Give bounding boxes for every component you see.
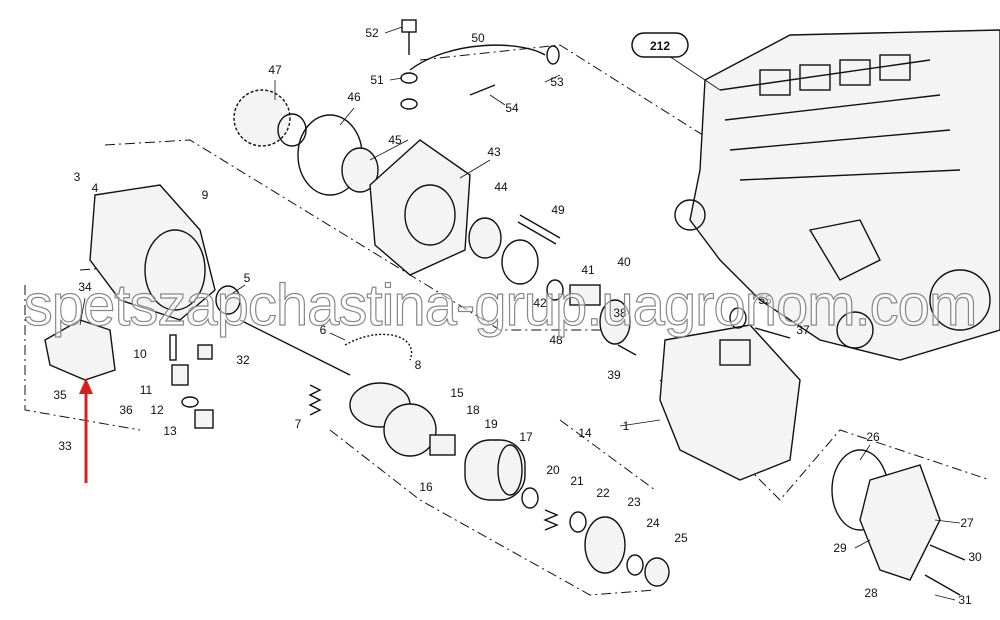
callout-9: 9 — [202, 188, 209, 202]
callout-32: 32 — [236, 353, 250, 367]
callout-53: 53 — [550, 75, 564, 89]
reference-box — [631, 32, 689, 58]
callout-26: 26 — [866, 430, 880, 444]
callout-5: 5 — [244, 271, 251, 285]
callout-20: 20 — [546, 463, 560, 477]
callout-19: 19 — [484, 417, 498, 431]
callout-52: 52 — [365, 26, 379, 40]
callout-42: 42 — [533, 296, 547, 310]
callout-39: 39 — [607, 368, 621, 382]
highlight-arrow — [79, 378, 93, 483]
callout-29: 29 — [833, 541, 847, 555]
watermark: spetszapchastina-grup.uagronom.com — [23, 272, 978, 338]
callout-28: 28 — [864, 586, 878, 600]
callout-7: 7 — [295, 417, 302, 431]
callout-40: 40 — [617, 255, 631, 269]
callout-21: 21 — [570, 474, 584, 488]
callout-16: 16 — [419, 480, 433, 494]
callout-22: 22 — [596, 486, 610, 500]
callout-3: 3 — [74, 170, 81, 184]
callout-18: 18 — [466, 403, 480, 417]
callout-15: 15 — [450, 386, 464, 400]
main-pump — [659, 324, 801, 481]
callout-47: 47 — [268, 63, 282, 77]
pump-housing — [89, 184, 216, 321]
callout-37: 37 — [796, 323, 810, 337]
callout-45: 45 — [388, 133, 402, 147]
callout-24: 24 — [646, 516, 660, 530]
callout-4: 4 — [92, 181, 99, 195]
callout-30: 30 — [968, 550, 982, 564]
callout-10: 10 — [133, 347, 147, 361]
callout-46: 46 — [347, 90, 361, 104]
callout-14: 14 — [578, 426, 592, 440]
reference-box-label: 212 — [650, 39, 670, 53]
gear — [233, 89, 291, 147]
callout-12: 12 — [150, 403, 164, 417]
callout-55: 55 — [758, 293, 772, 307]
callout-41: 41 — [581, 263, 595, 277]
callout-48: 48 — [549, 333, 563, 347]
callout-35: 35 — [53, 388, 67, 402]
callout-11: 11 — [140, 383, 153, 397]
callout-36: 36 — [119, 403, 133, 417]
callout-27: 27 — [960, 516, 974, 530]
callout-25: 25 — [674, 531, 688, 545]
callout-33: 33 — [58, 439, 72, 453]
callout-13: 13 — [163, 424, 177, 438]
callout-38: 38 — [613, 306, 627, 320]
callout-34: 34 — [78, 280, 92, 294]
callout-23: 23 — [627, 495, 641, 509]
callout-50: 50 — [471, 31, 485, 45]
callout-44: 44 — [494, 180, 508, 194]
callout-1: 1 — [623, 419, 630, 433]
callout-49: 49 — [551, 203, 565, 217]
callout-6: 6 — [320, 323, 327, 337]
callout-54: 54 — [505, 101, 519, 115]
flange-housing — [369, 139, 471, 276]
callout-8: 8 — [415, 358, 422, 372]
callout-31: 31 — [958, 593, 972, 607]
callout-43: 43 — [487, 145, 501, 159]
callout-17: 17 — [519, 430, 533, 444]
callout-51: 51 — [370, 73, 384, 87]
engine-block — [674, 29, 1000, 361]
valve-block — [44, 319, 116, 381]
